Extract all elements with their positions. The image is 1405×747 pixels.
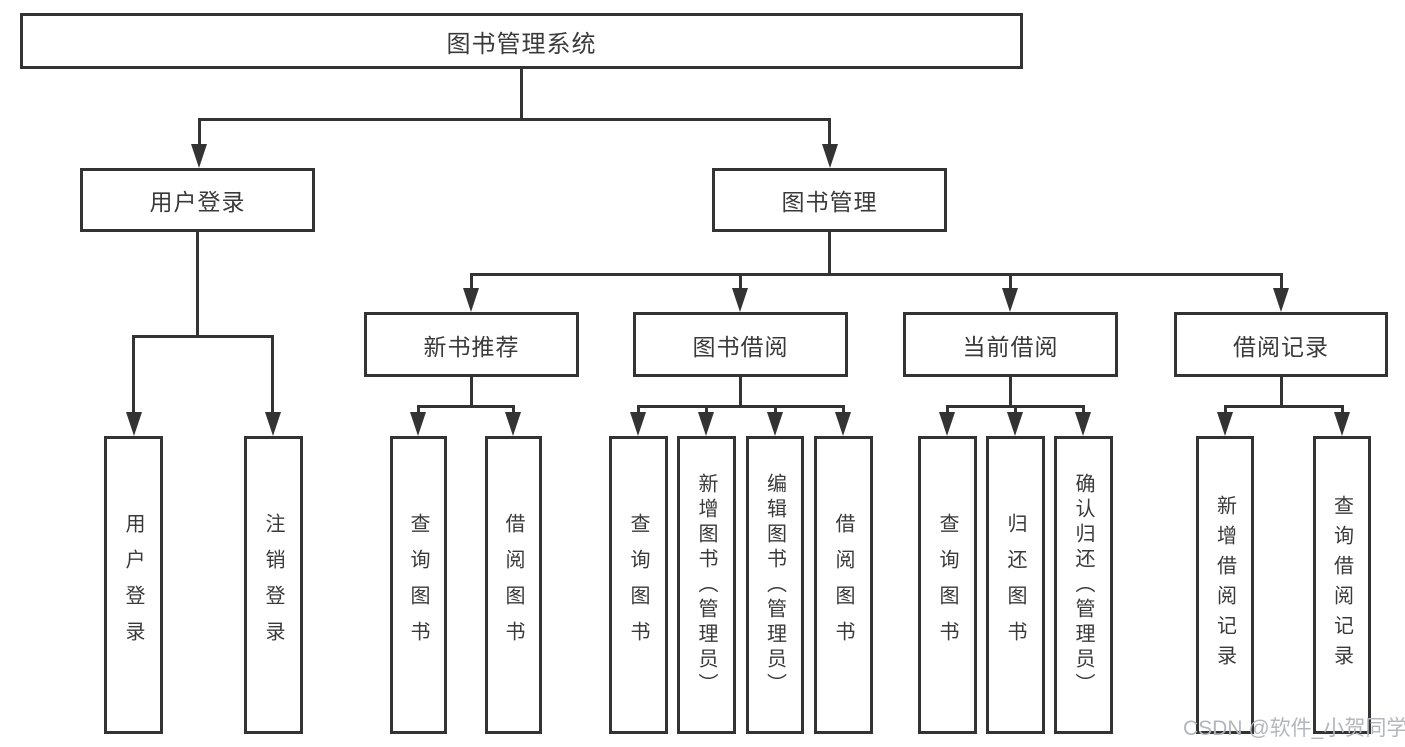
- connector-drop-leaf-b2: [512, 405, 515, 415]
- arrowhead-leaf-a2: [265, 412, 281, 436]
- node-borrow-books-label: 借阅图书: [832, 513, 854, 657]
- connector-drop-leaf-c1: [637, 405, 640, 415]
- connector-mgmt-splitter: [470, 273, 1282, 276]
- node-new-book-rec-label: 新书推荐: [423, 333, 520, 360]
- connector-drop-leaf-d3: [1082, 405, 1085, 415]
- connector-drop-rec: [470, 273, 473, 290]
- arrowhead-leaf-e1: [1217, 412, 1233, 436]
- arrowhead-leaf-c2: [698, 412, 714, 436]
- connector-drop-leaf-d2: [1014, 405, 1017, 415]
- arrowhead-leaf-b2: [505, 412, 521, 436]
- arrowhead-current: [1002, 288, 1018, 312]
- connector-drop-login: [198, 118, 201, 146]
- connector-drop-mgmt: [828, 118, 831, 146]
- connector-records-splitter: [1224, 405, 1343, 408]
- csdn-watermark: CSDN @软件_小贺同学: [1183, 717, 1405, 740]
- node-add-borrow-record: 新增借阅记录: [1196, 436, 1254, 734]
- connector-mgmt-stub: [828, 232, 831, 276]
- node-borrowing-records: 借阅记录: [1174, 312, 1388, 377]
- connector-login-splitter: [132, 335, 274, 338]
- node-query-borrow-record: 查询借阅记录: [1313, 436, 1371, 734]
- node-user-login-label: 用户登录: [122, 513, 144, 657]
- connector-current-stub: [1009, 377, 1012, 408]
- node-add-book-admin-label: 新增图书（管理员）: [695, 472, 717, 698]
- connector-drop-leaf-d1: [946, 405, 949, 415]
- node-edit-book-admin-label: 编辑图书（管理员）: [763, 472, 786, 698]
- connector-drop-current: [1009, 273, 1012, 290]
- connector-drop-leaf-c2: [705, 405, 708, 415]
- connector-drop-borrow: [739, 273, 742, 290]
- connector-root-splitter: [198, 118, 831, 121]
- node-book-borrowing: 图书借阅: [633, 312, 848, 377]
- arrowhead-leaf-c4: [835, 412, 851, 436]
- node-book-mgmt-branch-label: 图书管理: [781, 189, 878, 215]
- arrowhead-leaf-d1: [939, 412, 955, 436]
- arrowhead-leaf-e2: [1334, 412, 1350, 436]
- node-borrow-books: 借阅图书: [814, 436, 873, 734]
- node-logout: 注销登录: [244, 436, 303, 734]
- node-query-books-current-label: 查询图书: [936, 513, 958, 657]
- connector-borrow-stub: [739, 377, 742, 408]
- node-logout-label: 注销登录: [262, 513, 284, 657]
- connector-rec-stub: [470, 377, 473, 408]
- node-add-book-admin: 新增图书（管理员）: [677, 436, 736, 734]
- connector-drop-leaf-a2: [271, 335, 274, 414]
- connector-drop-leaf-e1: [1224, 405, 1227, 415]
- connector-drop-leaf-c3: [774, 405, 777, 415]
- arrowhead-borrow: [732, 288, 748, 312]
- connector-rec-splitter: [417, 405, 515, 408]
- connector-root-stub: [520, 69, 523, 118]
- node-query-books-rec: 查询图书: [390, 436, 447, 734]
- node-user-login-branch-label: 用户登录: [149, 189, 246, 215]
- connector-borrow-splitter: [637, 405, 845, 408]
- node-return-books: 归还图书: [986, 436, 1045, 734]
- node-book-borrowing-label: 图书借阅: [692, 333, 789, 360]
- node-book-mgmt-branch: 图书管理: [712, 168, 947, 232]
- arrowhead-leaf-b1: [410, 412, 426, 436]
- arrowhead-rec: [463, 288, 479, 312]
- node-new-book-rec: 新书推荐: [364, 312, 579, 377]
- node-borrow-books-rec-label: 借阅图书: [502, 513, 524, 657]
- node-return-books-label: 归还图书: [1004, 513, 1026, 657]
- arrowhead-leaf-d2: [1007, 412, 1023, 436]
- connector-drop-leaf-b1: [417, 405, 420, 415]
- node-root: 图书管理系统: [20, 13, 1023, 69]
- node-edit-book-admin: 编辑图书（管理员）: [746, 436, 804, 734]
- arrowhead-records: [1273, 288, 1289, 312]
- arrowhead-login: [191, 144, 207, 168]
- connector-drop-records: [1280, 273, 1283, 290]
- node-confirm-return-admin-label: 确认归还（管理员）: [1072, 472, 1094, 698]
- arrowhead-leaf-a1: [126, 412, 142, 436]
- node-query-books-rec-label: 查询图书: [407, 513, 429, 657]
- connector-records-stub: [1280, 377, 1283, 408]
- node-current-borrowing-label: 当前借阅: [962, 333, 1059, 360]
- node-borrow-books-rec: 借阅图书: [485, 436, 542, 734]
- node-query-books-current: 查询图书: [918, 436, 977, 734]
- connector-drop-leaf-c4: [842, 405, 845, 415]
- node-add-borrow-record-label: 新增借阅记录: [1213, 495, 1236, 675]
- node-current-borrowing: 当前借阅: [903, 312, 1118, 377]
- arrowhead-mgmt: [822, 144, 838, 168]
- node-borrowing-records-label: 借阅记录: [1233, 333, 1329, 360]
- node-query-books-borrow: 查询图书: [609, 436, 668, 734]
- node-query-borrow-record-label: 查询借阅记录: [1330, 495, 1353, 675]
- connector-login-stub: [196, 232, 199, 338]
- arrowhead-leaf-d3: [1075, 412, 1091, 436]
- node-query-books-borrow-label: 查询图书: [627, 513, 649, 657]
- node-confirm-return-admin: 确认归还（管理员）: [1054, 436, 1113, 734]
- connector-drop-leaf-e2: [1341, 405, 1344, 415]
- node-root-label: 图书管理系统: [446, 30, 597, 58]
- node-user-login-branch: 用户登录: [80, 168, 315, 232]
- connector-drop-leaf-a1: [132, 335, 135, 414]
- arrowhead-leaf-c1: [630, 412, 646, 436]
- node-user-login: 用户登录: [104, 436, 163, 734]
- arrowhead-leaf-c3: [767, 412, 783, 436]
